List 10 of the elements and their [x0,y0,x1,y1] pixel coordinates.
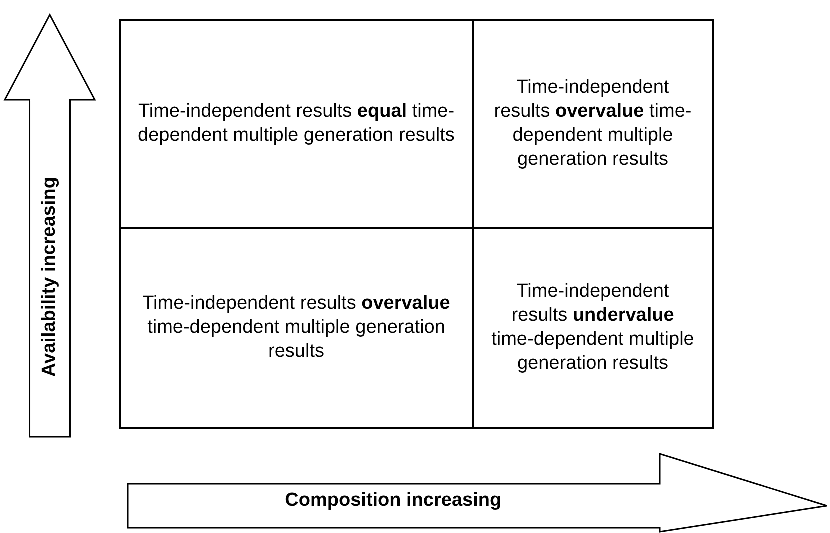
cell-text: Time-independent results equal time-dependent multiple generation results [137,100,456,148]
arrow-label: Composition increasing [285,490,502,512]
arrow-label: Availability increasing [39,176,61,377]
matrix-cell [472,19,714,229]
cell-text: Time-independent results undervalue time-dependent multiple generation results [490,280,696,376]
matrix-cell [119,227,474,429]
matrix-cell [472,227,714,429]
matrix-cell [119,19,474,229]
cell-text: Time-independent results overvalue time-dependent multiple generation results [493,76,693,172]
cell-text: Time-independent results overvalue time-dependent multiple generation results [142,292,452,364]
